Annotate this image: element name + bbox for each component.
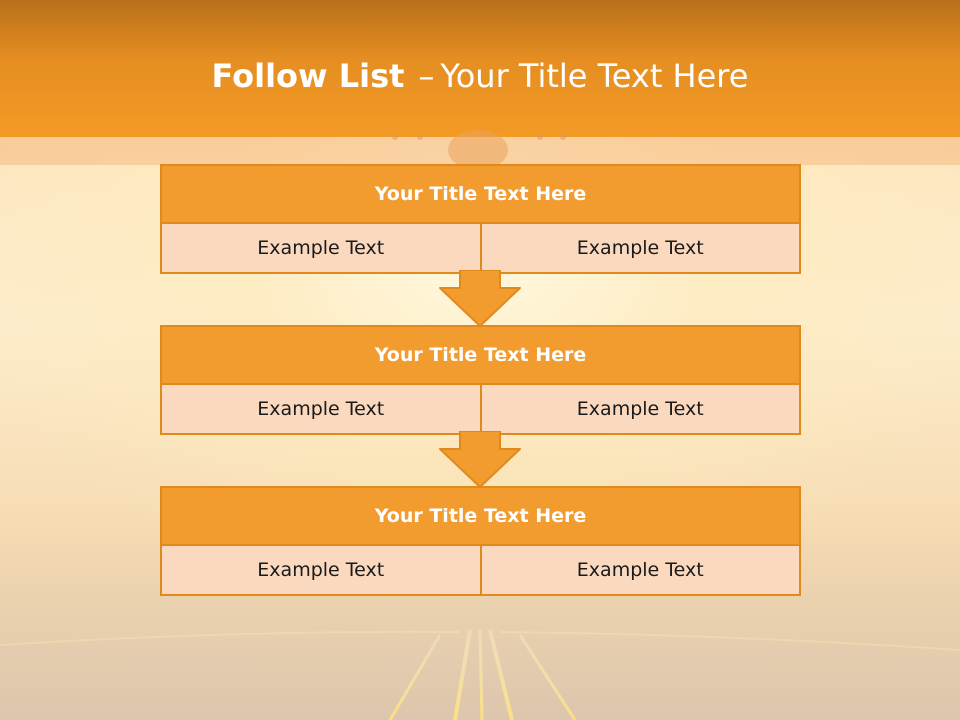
down-arrow-icon bbox=[439, 431, 521, 488]
list-block-2: Your Title Text Here Example Text Exampl… bbox=[160, 325, 801, 435]
down-arrow-icon bbox=[439, 270, 521, 327]
block-cell-left: Example Text bbox=[257, 398, 385, 420]
block-cell-right: Example Text bbox=[479, 546, 800, 594]
list-block-3: Your Title Text Here Example Text Exampl… bbox=[160, 486, 801, 596]
block-title: Your Title Text Here bbox=[162, 488, 799, 546]
block-cell-left: Example Text bbox=[257, 559, 385, 581]
block-cells: Example Text Example Text bbox=[162, 546, 799, 594]
block-cells: Example Text Example Text bbox=[162, 224, 799, 272]
title-bar bbox=[0, 0, 960, 137]
slide-title-separator: – bbox=[418, 57, 435, 95]
block-cell-right: Example Text bbox=[479, 224, 800, 272]
list-block-1: Your Title Text Here Example Text Exampl… bbox=[160, 164, 801, 274]
runway-lights bbox=[0, 629, 960, 720]
slide-title: Follow List–Your Title Text Here bbox=[0, 54, 960, 98]
block-cell-left: Example Text bbox=[257, 237, 385, 259]
block-title: Your Title Text Here bbox=[162, 166, 799, 224]
block-cells: Example Text Example Text bbox=[162, 385, 799, 433]
sun-silhouette bbox=[392, 130, 566, 170]
slide-title-rest: Your Title Text Here bbox=[440, 57, 749, 95]
block-title: Your Title Text Here bbox=[162, 327, 799, 385]
slide-title-bold: Follow List bbox=[211, 57, 405, 95]
block-cell-right: Example Text bbox=[479, 385, 800, 433]
